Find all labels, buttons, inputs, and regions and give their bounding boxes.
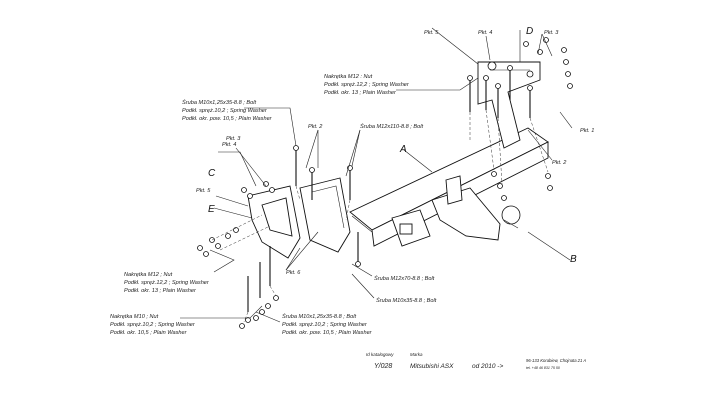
svg-text:Podkł. spręż.12,2 ; Spring Was: Podkł. spręż.12,2 ; Spring Washer (324, 82, 410, 88)
note-bolt-bottom: Śruba M10x1,25x35-8.8 ; Bolt Podkł. sprę… (282, 313, 373, 336)
label-pkt-3-left: Pkt. 3 (226, 136, 241, 142)
svg-text:Śruba M10x1,25x35-8.8 ; Bolt: Śruba M10x1,25x35-8.8 ; Bolt (182, 99, 256, 106)
label-pkt-2-right: Pkt. 2 (552, 160, 567, 166)
svg-text:Podkł. okr. 13 ; Plain Washer: Podkł. okr. 13 ; Plain Washer (324, 90, 397, 96)
note-bolt-m10x35: Śruba M10x35-8.8 ; Bolt (376, 297, 437, 304)
ball-mount (391, 175, 521, 247)
brand-value: Mitsubishi ASX (410, 363, 454, 370)
note-bolt-m12x70: Śruba M12x70-8.8 ; Bolt (374, 275, 435, 282)
note-nut-top: Nakrętka M12 : Nut Podkł. spręż.12,2 ; S… (324, 74, 410, 96)
company-address: 96-133 Korabiew, Chojnata 21 A (526, 358, 586, 363)
right-bracket (477, 61, 541, 149)
catalog-id-value: Y/028 (374, 363, 392, 370)
svg-text:Podkł. spręż.10,2 ; Spring Was: Podkł. spręż.10,2 ; Spring Washer (182, 108, 268, 114)
letter-a: A (399, 144, 407, 155)
bolts-left (197, 145, 361, 329)
svg-text:Podkł. okr. pow. 10,5 ; Plain: Podkł. okr. pow. 10,5 ; Plain Washer (182, 116, 273, 122)
svg-text:Nakrętka M12 ; Nut: Nakrętka M12 ; Nut (124, 272, 173, 278)
label-pkt-5-top: Pkt. 5 (424, 30, 439, 36)
catalog-id-caption: Id katalogowy (366, 352, 394, 357)
label-pkt-5-left: Pkt. 5 (196, 188, 211, 194)
letter-b: B (570, 254, 577, 265)
label-pkt-3-top: Pkt. 3 (544, 30, 559, 36)
svg-text:Nakrętka M10 ; Nut: Nakrętka M10 ; Nut (110, 314, 159, 320)
svg-text:Podkł. okr. 10,5 ; Plain Washe: Podkł. okr. 10,5 ; Plain Washer (110, 330, 188, 336)
svg-text:Podkł. spręż.10,2 ; Spring Was: Podkł. spręż.10,2 ; Spring Washer (110, 322, 196, 328)
letter-c: C (208, 168, 216, 179)
footer-info: Id katalogowy Y/028 Marka Mitsubishi ASX… (366, 352, 586, 370)
letter-e: E (208, 204, 215, 215)
note-bolt-top-left: Śruba M10x1,25x35-8.8 ; Bolt Podkł. sprę… (182, 99, 273, 122)
note-nut-m10: Nakrętka M10 ; Nut Podkł. spręż.10,2 ; S… (110, 314, 196, 336)
svg-text:Nakrętka M12 : Nut: Nakrętka M12 : Nut (324, 74, 373, 80)
svg-text:Podkł. okr. 13 ; Plain Washer: Podkł. okr. 13 ; Plain Washer (124, 288, 197, 294)
leader-lines (180, 27, 573, 323)
label-pkt-1: Pkt. 1 (580, 128, 594, 134)
brand-caption: Marka (410, 352, 423, 357)
label-pkt-4-top: Pkt. 4 (478, 30, 492, 36)
letter-d: D (526, 26, 533, 37)
label-pkt-4-left: Pkt. 4 (222, 142, 236, 148)
left-brackets (247, 177, 351, 259)
bolts-right (467, 37, 573, 201)
company-phone: tel. +48 46 831 75 50 (526, 366, 560, 370)
label-pkt-2-left: Pkt. 2 (308, 124, 323, 130)
model-year: od 2010 -> (472, 363, 503, 370)
note-nut-left: Nakrętka M12 ; Nut Podkł. spręż.12,2 ; S… (124, 272, 210, 294)
svg-text:Podkł. spręż.10,2 ; Spring Was: Podkł. spręż.10,2 ; Spring Washer (282, 322, 368, 328)
label-pkt-6: Pkt. 6 (286, 270, 301, 276)
note-bolt-m12x110: Śruba M12x110-8.8 ; Bolt (360, 123, 423, 130)
svg-text:Podkł. okr. pow. 10,5 ; Plain: Podkł. okr. pow. 10,5 ; Plain Washer (282, 330, 373, 336)
svg-text:Śruba M10x1,25x35-8.8 ; Bolt: Śruba M10x1,25x35-8.8 ; Bolt (282, 313, 356, 320)
svg-text:Podkł. spręż.12,2 ; Spring Was: Podkł. spręż.12,2 ; Spring Washer (124, 280, 210, 286)
